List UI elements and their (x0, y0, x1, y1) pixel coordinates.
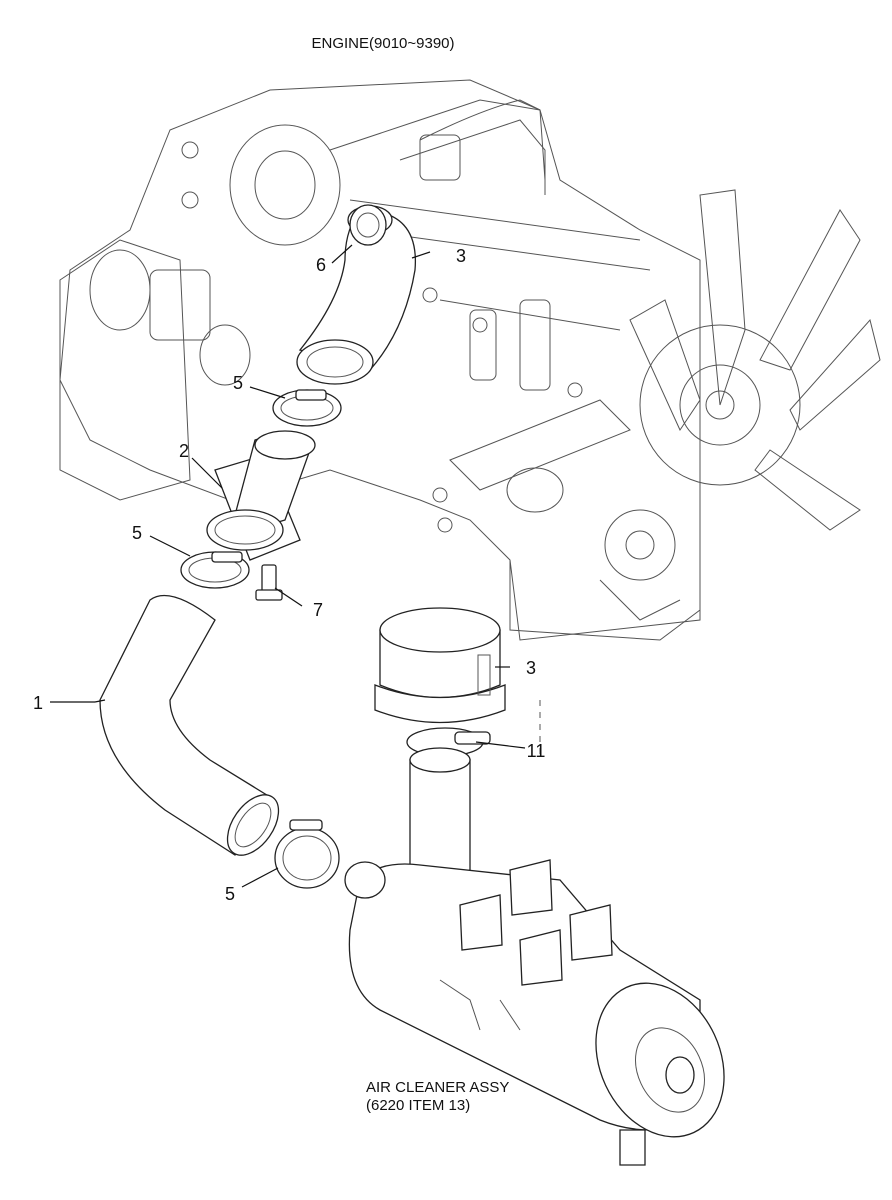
diagram-title: ENGINE(9010~9390) (312, 35, 455, 52)
part-5-middle-clamp (180, 551, 250, 589)
part-6-clamp (349, 204, 387, 246)
callout-3-upper: 3 (456, 246, 466, 266)
callout-1: 1 (33, 693, 43, 713)
callout-5-middle: 5 (132, 523, 142, 543)
callout-5-upper: 5 (233, 373, 243, 393)
assembly-label-line2: (6220 ITEM 13) (366, 1097, 470, 1114)
part-5-lower-clamp (274, 819, 340, 889)
air-cleaner-illustration (344, 607, 725, 1166)
callout-11: 11 (527, 741, 546, 761)
callout-3-lower: 3 (526, 658, 536, 678)
part-7-bolt (255, 564, 283, 601)
leader-lines (50, 244, 526, 888)
part-2-adapter (206, 430, 316, 561)
assembly-label-line1: AIR CLEANER ASSY (366, 1079, 509, 1096)
callout-2: 2 (179, 441, 189, 461)
callout-6: 6 (316, 255, 326, 275)
engine-illustration (59, 79, 881, 760)
callout-5-lower: 5 (225, 884, 235, 904)
callout-7: 7 (313, 600, 323, 620)
part-1-elbow-hose (99, 594, 280, 856)
part-5-upper-clamp (272, 389, 342, 427)
